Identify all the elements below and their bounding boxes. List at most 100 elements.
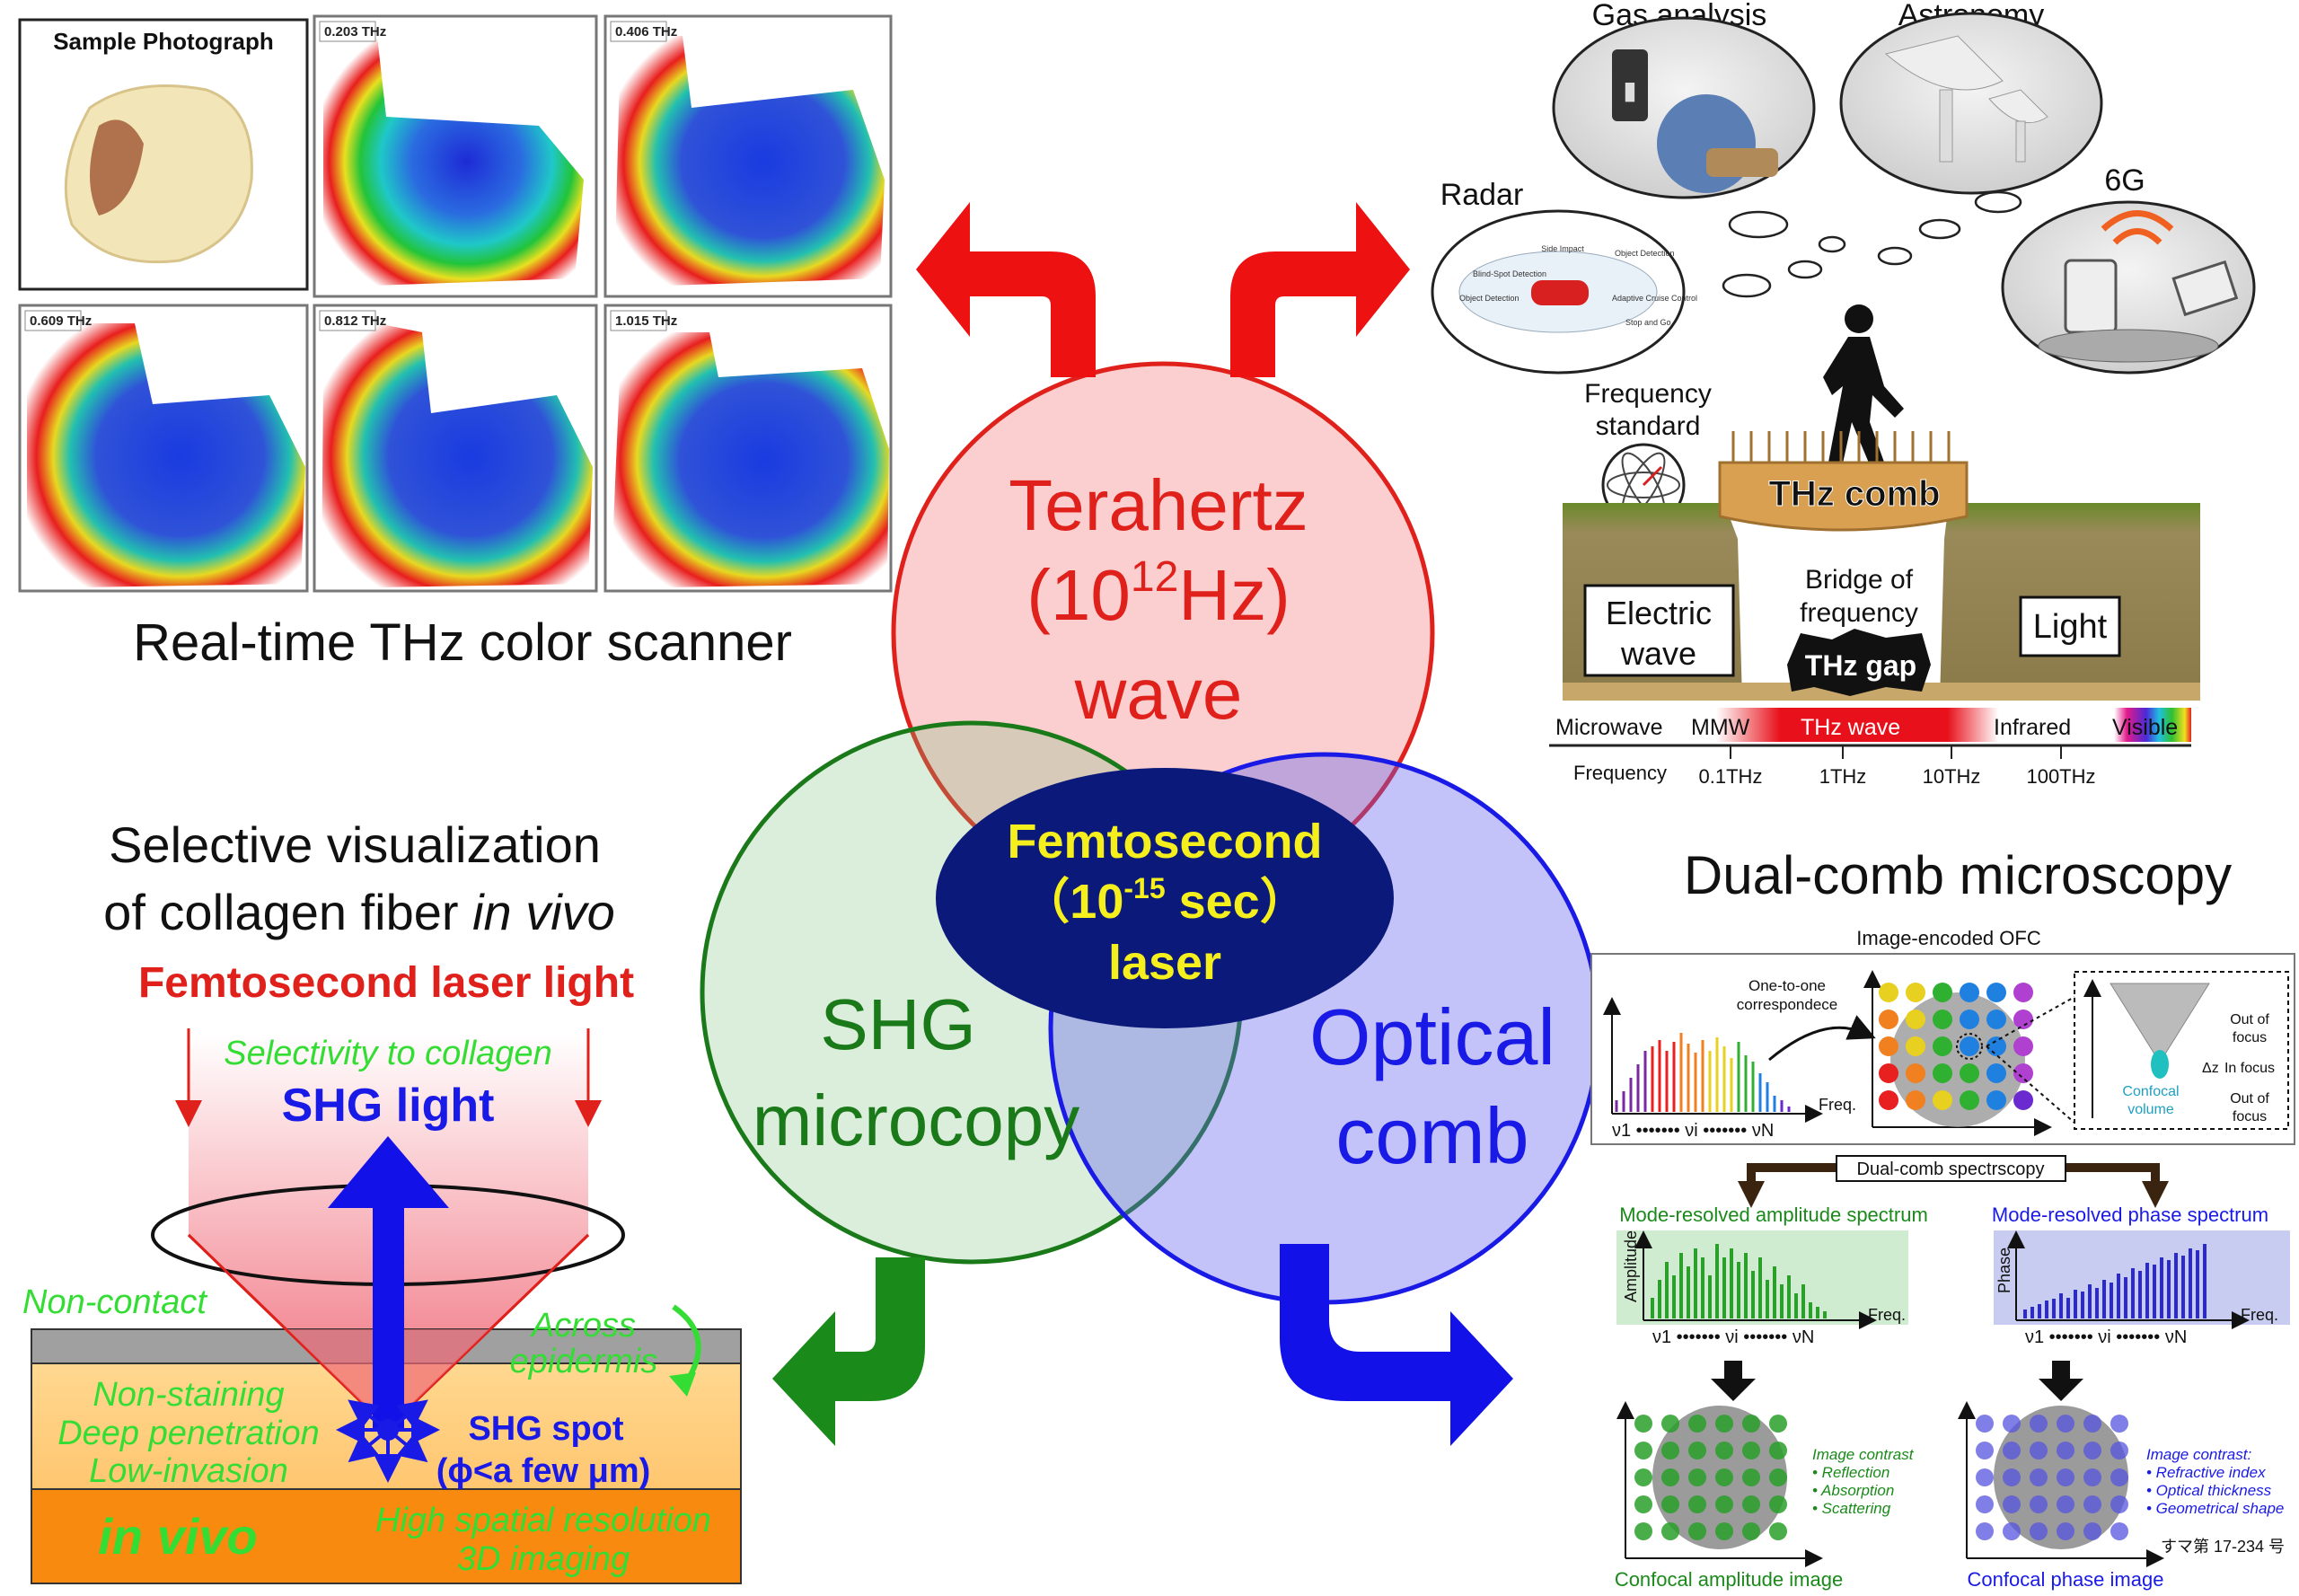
deep-layer — [31, 1488, 742, 1584]
svg-text:Blind-Spot Detection: Blind-Spot Detection — [1473, 269, 1546, 278]
across-label-1: Across — [530, 1307, 636, 1345]
svg-text:Deep penetration: Deep penetration — [57, 1415, 320, 1452]
shg-spot-size: (ϕ<a few μm) — [436, 1452, 651, 1490]
svg-text:Confocal: Confocal — [2122, 1084, 2179, 1099]
confocal-focus-diagram: Out of focus In focus Out of focus Δz Co… — [1986, 971, 2289, 1130]
thz-panel-5: 1.015 THz — [603, 304, 893, 593]
svg-text:0.1THz: 0.1THz — [1699, 765, 1763, 788]
amplitude-spectrum: Amplitude Freq. ν1 ••••••• νi ••••••• νN — [1616, 1230, 1908, 1347]
tablet-icon — [2064, 259, 2118, 334]
svg-text:Stop and Go: Stop and Go — [1625, 318, 1671, 327]
svg-text:• Geometrical shape: • Geometrical shape — [2146, 1500, 2284, 1517]
laser-label: Femtosecond laser light — [138, 959, 634, 1007]
thz-scanner-panel: Sample Photograph 0.203 THz 0.406 THz 0.… — [18, 14, 893, 672]
svg-text:THz gap: THz gap — [1805, 649, 1916, 682]
green-arrow — [772, 1257, 925, 1446]
svg-text:• Reflection: • Reflection — [1812, 1464, 1889, 1481]
svg-text:Side Impact: Side Impact — [1541, 244, 1584, 253]
panel-3-label: 0.609 THz — [30, 313, 92, 329]
radar-bubble: Side Impact Blind-Spot Detection Object … — [1431, 209, 1697, 375]
dual-comb-title: Dual-comb microscopy — [1684, 845, 2232, 905]
svg-text:10THz: 10THz — [1923, 765, 1981, 788]
scanner-caption: Real-time THz color scanner — [133, 613, 792, 672]
svg-text:Image contrast: Image contrast — [1812, 1446, 1915, 1463]
svg-text:THz wave: THz wave — [1801, 715, 1900, 740]
svg-text:Δz: Δz — [2202, 1061, 2219, 1076]
shg-panel-title-2: of collagen fiber in vivo — [103, 884, 615, 940]
light-box — [2019, 595, 2121, 657]
svg-text:ν1 ••••••• νi ••••••• νN: ν1 ••••••• νi ••••••• νN — [1612, 1121, 1774, 1141]
thz-comb-label: THz comb — [1768, 474, 1940, 514]
svg-text:• Refractive index: • Refractive index — [2146, 1464, 2266, 1481]
phase-spectrum: Phase Freq. ν1 ••••••• νi ••••••• νN — [1994, 1230, 2290, 1347]
svg-text:Freq.: Freq. — [1868, 1306, 1906, 1324]
svg-text:ν1 ••••••• νi ••••••• νN: ν1 ••••••• νi ••••••• νN — [1652, 1327, 1814, 1347]
sample-photograph-label: Sample Photograph — [53, 28, 274, 55]
walking-person-icon — [1823, 304, 1904, 472]
electric-wave-box — [1583, 584, 1735, 677]
svg-text:MMW: MMW — [1691, 715, 1750, 740]
svg-text:100THz: 100THz — [2026, 765, 2095, 788]
rainbow-comb-spectrum: Freq. ν1 ••••••• νi ••••••• νN — [1603, 997, 1856, 1141]
svg-text:• Absorption: • Absorption — [1812, 1482, 1894, 1499]
phase-spectrum-title: Mode-resolved phase spectrum — [1992, 1204, 2268, 1226]
blue-arrow — [1280, 1244, 1513, 1446]
amp-spectrum-title: Mode-resolved amplitude spectrum — [1619, 1204, 1928, 1226]
svg-text:Amplitude: Amplitude — [1622, 1230, 1640, 1302]
across-label-2: epidermis — [510, 1343, 658, 1380]
femto-laser: laser — [1108, 936, 1221, 990]
svg-text:Frequency: Frequency — [1573, 762, 1667, 784]
amplitude-image: Image contrast • Reflection • Absorption… — [1615, 1401, 1915, 1591]
svg-text:Out of: Out of — [2230, 1012, 2269, 1027]
wifi-icon — [2112, 228, 2162, 245]
shg-spot-label: SHG spot — [468, 1410, 623, 1448]
svg-text:In focus: In focus — [2224, 1061, 2275, 1076]
arrows — [772, 202, 1513, 1446]
svg-text:High spatial resolution: High spatial resolution — [375, 1502, 711, 1539]
shg-title: SHG — [820, 984, 975, 1064]
terahertz-frequency: (1012Hz) — [1026, 553, 1290, 635]
optical-subtitle: comb — [1335, 1091, 1528, 1180]
thz-panel-4: 0.812 THz — [313, 304, 598, 593]
svg-text:Non-staining: Non-staining — [92, 1376, 284, 1414]
svg-text:Electric: Electric — [1606, 595, 1712, 631]
amplitude-image-caption: Confocal amplitude image — [1615, 1568, 1843, 1591]
shg-subtitle: microcopy — [753, 1080, 1080, 1160]
thz-applications: Gas analysis Astronomy Radar 6G ▮ Side I… — [1431, 0, 2256, 788]
svg-text:Microwave: Microwave — [1555, 715, 1662, 740]
pixel-grid — [1863, 970, 2052, 1136]
svg-text:Freq.: Freq. — [1819, 1096, 1856, 1114]
svg-text:Adaptive Cruise Control: Adaptive Cruise Control — [1612, 294, 1697, 303]
svg-text:Out of: Out of — [2230, 1091, 2269, 1107]
permit-label: すマ第 17-234 号 — [2161, 1538, 2285, 1556]
phone-icon: ▮ — [1623, 76, 1636, 104]
panel-5-label: 1.015 THz — [615, 313, 677, 329]
gas-analysis-bubble: ▮ — [1552, 16, 1816, 199]
svg-text:volume: volume — [2127, 1102, 2174, 1117]
spectroscopy-label: Dual-comb spectrscopy — [1857, 1160, 2045, 1179]
sixg-bubble — [2001, 200, 2256, 375]
sixg-label: 6G — [2104, 163, 2145, 198]
svg-text:Low-invasion: Low-invasion — [89, 1452, 288, 1490]
phase-image-caption: Confocal phase image — [1968, 1568, 2164, 1591]
svg-text:focus: focus — [2233, 1030, 2267, 1045]
dual-comb-panel: Dual-comb microscopy Image-encoded OFC F… — [1590, 845, 2295, 1591]
femto-title: Femtosecond — [1007, 815, 1322, 869]
thz-panel-1: 0.203 THz — [313, 14, 598, 298]
astronomy-bubble — [1839, 12, 2103, 195]
shg-light-arrow — [328, 1136, 449, 1428]
svg-text:Object Detection: Object Detection — [1615, 249, 1675, 258]
dish-icon — [1884, 35, 2004, 91]
svg-text:Visible: Visible — [2112, 715, 2178, 740]
phase-image: Image contrast: • Refractive index • Opt… — [1958, 1401, 2285, 1591]
terahertz-title: Terahertz — [1009, 465, 1308, 545]
shg-panel-title-1: Selective visualization — [109, 816, 601, 873]
svg-text:1THz: 1THz — [1819, 765, 1867, 788]
red-arrow-right — [1230, 202, 1410, 377]
ofc-label: Image-encoded OFC — [1856, 927, 2041, 949]
femtosecond-ellipse — [936, 768, 1394, 1028]
svg-text:Infrared: Infrared — [1994, 715, 2071, 740]
svg-text:• Scattering: • Scattering — [1812, 1500, 1891, 1517]
optical-title: Optical — [1309, 992, 1555, 1081]
